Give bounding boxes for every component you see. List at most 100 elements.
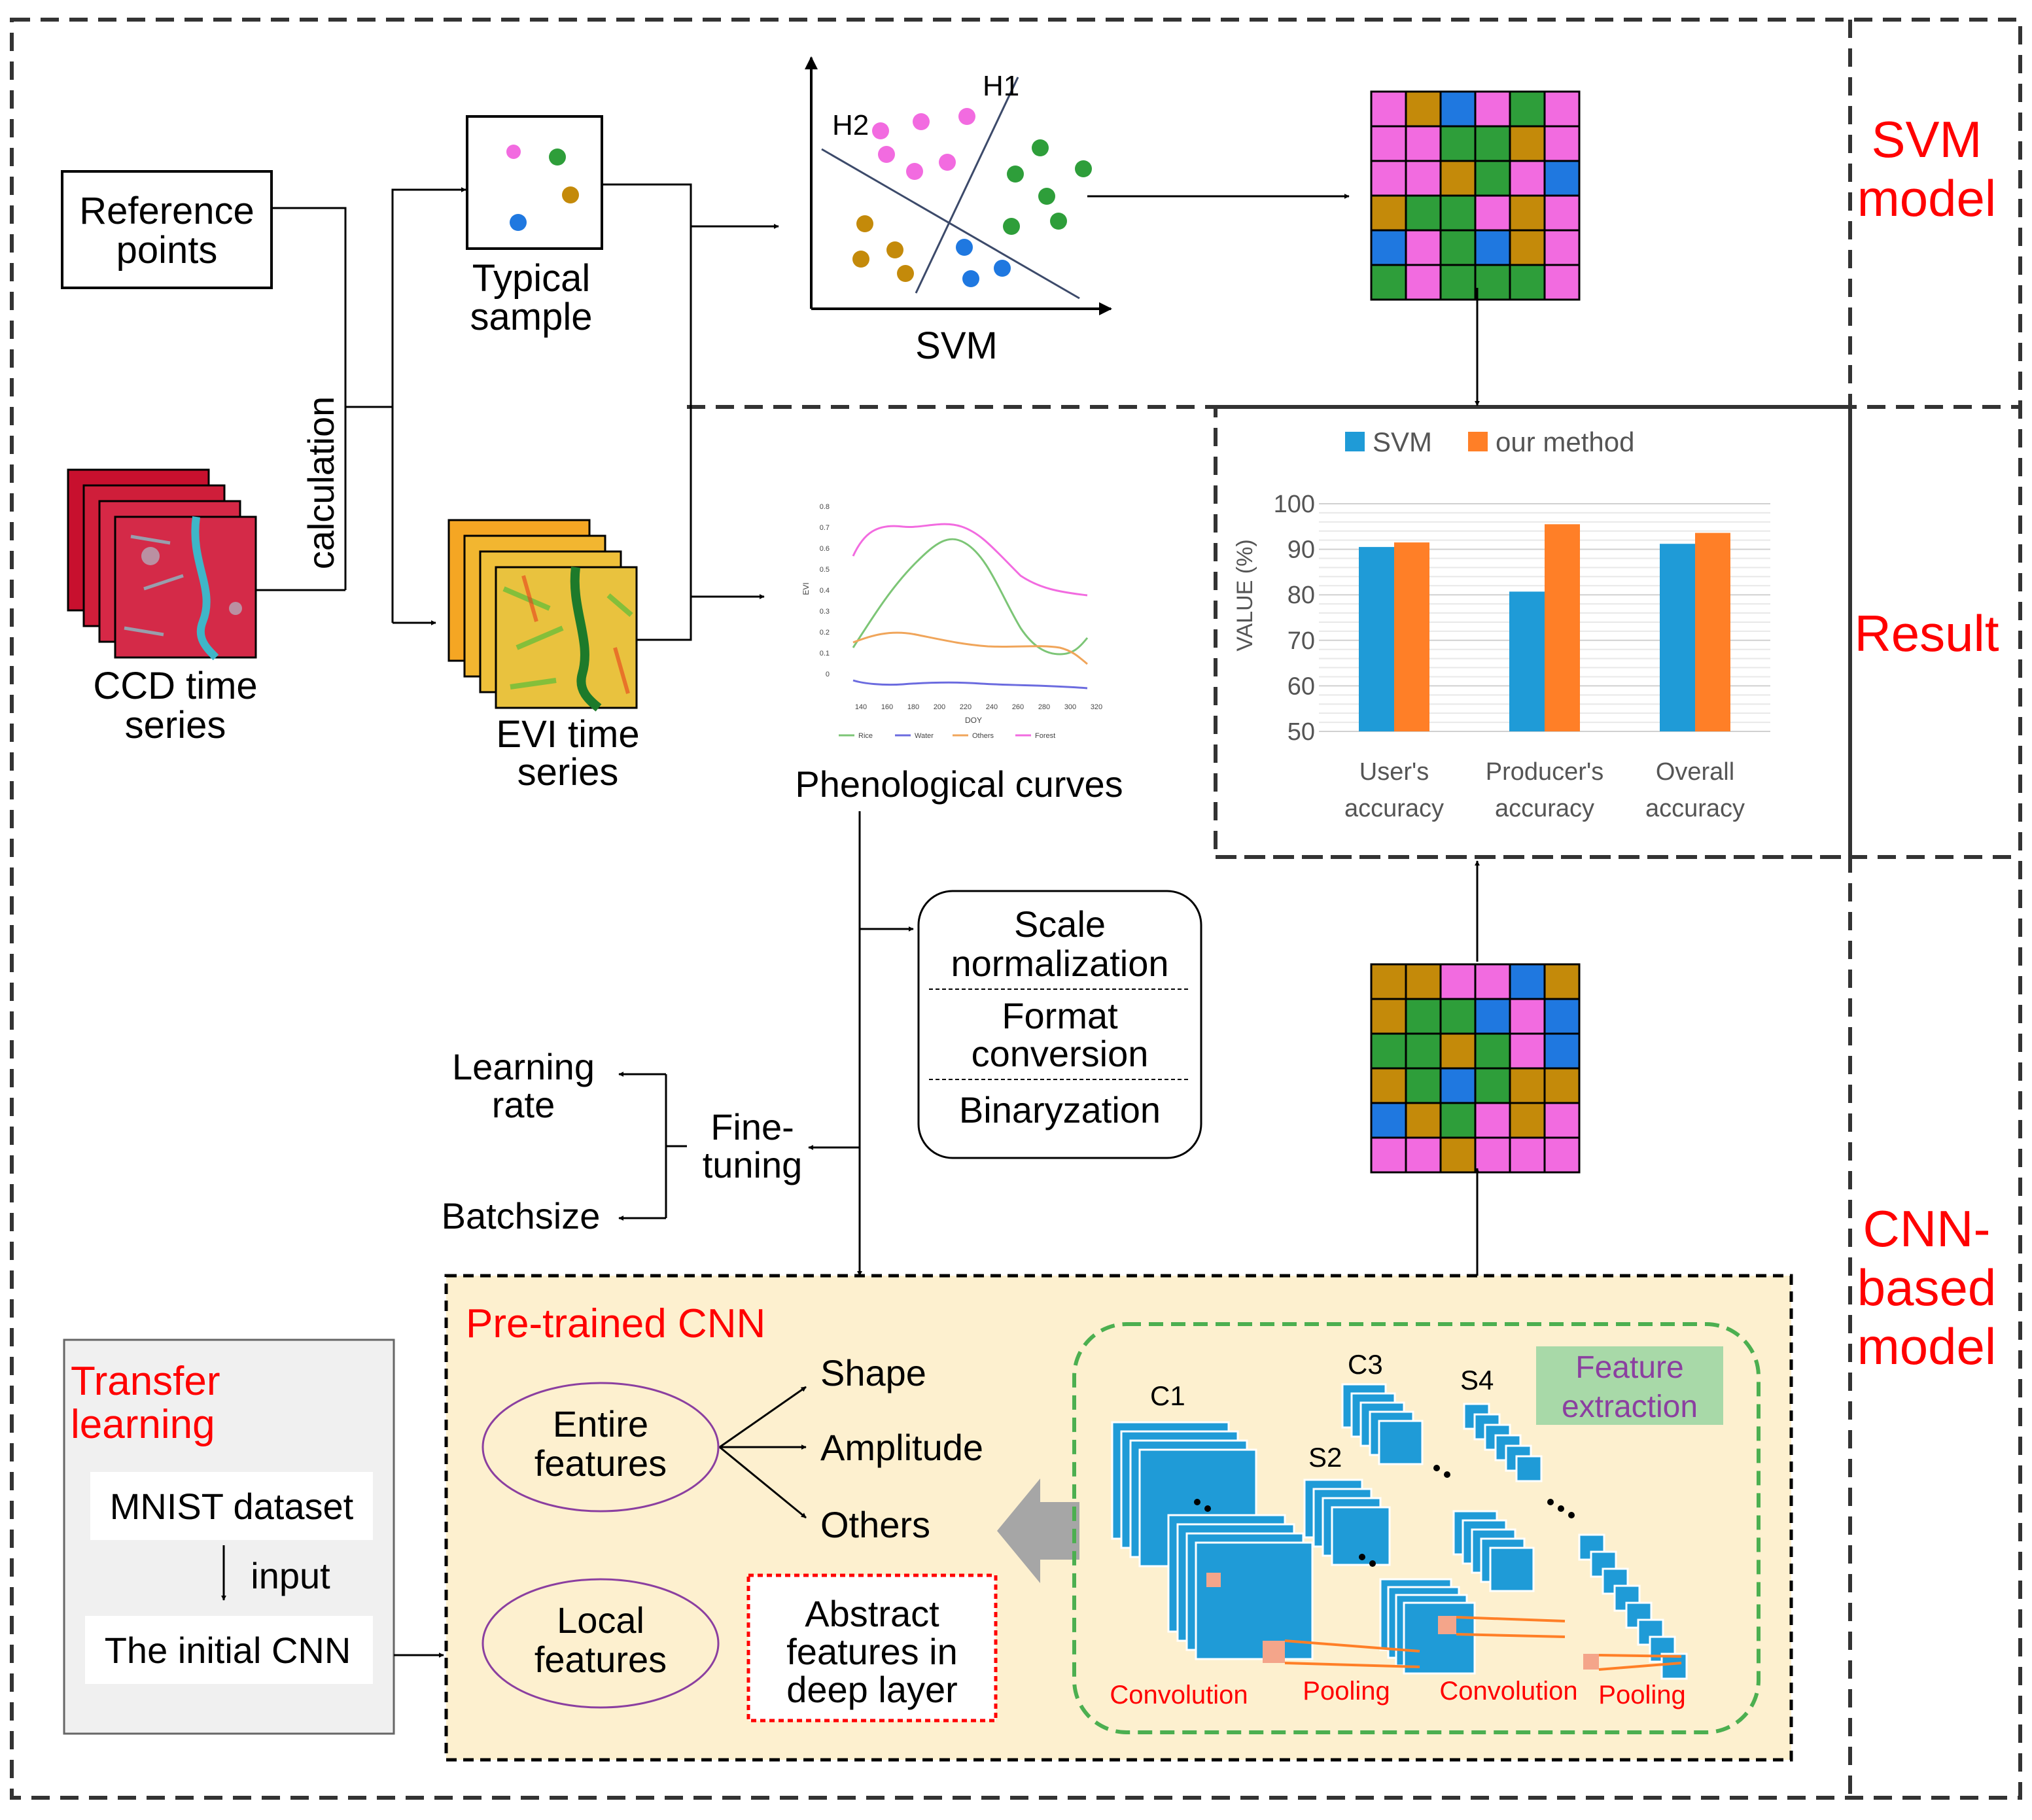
cnn-map-cell [1543, 1102, 1581, 1139]
svm-map-cell [1405, 194, 1442, 232]
chart-ytick: 70 [1288, 627, 1315, 655]
svm-map-cell [1509, 264, 1546, 301]
kernel-marker [1206, 1573, 1221, 1587]
cnn-section-title-line3: model [1857, 1318, 1996, 1375]
c3-label: C3 [1348, 1349, 1383, 1380]
pheno-ytick: 0.1 [820, 650, 830, 657]
svm-map-cell [1405, 125, 1442, 162]
chart-bar-our-method [1545, 524, 1580, 731]
chart-legend-label: SVM [1373, 427, 1432, 457]
ccd-label-line2: series [125, 704, 226, 746]
ellipsis-dot [1369, 1560, 1376, 1567]
conv1-label: Convolution [1110, 1681, 1248, 1709]
cnn-map-cell [1439, 1102, 1477, 1139]
pheno-xtick: 280 [1038, 703, 1050, 711]
finetune-label-line2: tuning [703, 1144, 803, 1185]
ellipsis-dot [1547, 1499, 1554, 1505]
svm-plot-caption: SVM [915, 324, 998, 367]
s2-feature-map [1403, 1601, 1476, 1675]
svm-map-cell [1370, 264, 1407, 301]
mnist-label: MNIST dataset [110, 1486, 354, 1527]
cnn-map-cell [1509, 1136, 1546, 1174]
ellipsis-dot [1359, 1554, 1365, 1560]
svm-map-cell [1474, 125, 1511, 162]
entire-features-line1: Entire [553, 1403, 648, 1444]
ellipsis-dot [1433, 1465, 1440, 1471]
pheno-xtick: 200 [934, 703, 945, 711]
pheno-ylabel: EVI [801, 582, 811, 595]
cnn-map-cell [1439, 963, 1477, 1000]
learning-rate-line1: Learning [452, 1046, 595, 1087]
chart-bar-svm [1509, 591, 1545, 731]
svm-map-cell [1370, 90, 1407, 128]
svm-scatter-plot: H1 H2 SVM [805, 56, 1112, 367]
cnn-map-cell [1370, 963, 1407, 1000]
pheno-curve-rice [852, 538, 1089, 656]
abstract-line3: deep layer [786, 1669, 958, 1710]
learning-rate-line2: rate [492, 1084, 555, 1125]
pheno-curve-water [852, 679, 1088, 690]
cnn-map-cell [1474, 1102, 1511, 1139]
chart-category-label: User's [1359, 758, 1429, 786]
shape-label: Shape [820, 1352, 926, 1393]
chart-ytick: 50 [1288, 718, 1315, 746]
format-label-line1: Format [1002, 995, 1118, 1036]
svm-map-cell [1543, 160, 1581, 197]
initial-cnn-label: The initial CNN [105, 1630, 351, 1671]
binary-label: Binaryzation [959, 1089, 1161, 1130]
cnn-map-cell [1474, 1067, 1511, 1104]
cnn-map-cell [1439, 1032, 1477, 1070]
cnn-map-cell [1509, 1067, 1546, 1104]
conv2-label: Convolution [1439, 1677, 1577, 1706]
pheno-xtick: 300 [1064, 703, 1076, 711]
pheno-xtick: 180 [907, 703, 919, 711]
s4-label: S4 [1460, 1365, 1494, 1395]
feature-extraction-badge [1536, 1346, 1723, 1425]
pheno-legend-label: Water [915, 732, 934, 740]
abstract-line1: Abstract [805, 1593, 939, 1634]
svm-map-cell [1439, 90, 1477, 128]
transfer-learning-box: Transfer learning MNIST dataset input Th… [63, 1339, 395, 1735]
chart-bar-our-method [1394, 542, 1429, 731]
batchsize-label: Batchsize [442, 1195, 601, 1236]
pheno-curve-forest [852, 523, 1088, 597]
calculation-label: calculation [300, 396, 342, 570]
pheno-xtick: 220 [960, 703, 972, 711]
pheno-xlabel: DOY [965, 716, 982, 725]
ellipsis-dot [1568, 1512, 1575, 1518]
svm-map-cell [1405, 90, 1442, 128]
transfer-title-line2: learning [71, 1402, 215, 1447]
cnn-map-cell [1439, 1067, 1477, 1104]
ellipsis-dot [1204, 1505, 1211, 1512]
cnn-map-cell [1370, 1136, 1407, 1174]
svm-map-cell [1405, 160, 1442, 197]
evi-image-stack: EVI time series [447, 519, 640, 794]
chart-category-label: accuracy [1495, 795, 1594, 822]
chart-category-label: accuracy [1344, 795, 1444, 822]
ellipsis-dot [1558, 1505, 1564, 1512]
ccd-image-stack: CCD time series [67, 468, 258, 746]
cnn-classification-map [1370, 963, 1581, 1174]
svm-map-cell [1474, 264, 1511, 301]
c3-feature-map [1378, 1420, 1424, 1465]
cnn-map-cell [1439, 1136, 1477, 1174]
svm-map-cell [1405, 264, 1442, 301]
reference-points-box: Reference points [61, 170, 273, 289]
svm-map-cell [1543, 264, 1581, 301]
section-titles: SVM model Result CNN- based model [1854, 111, 1999, 1375]
result-section-title: Result [1854, 604, 1999, 662]
finetune-label-line1: Fine- [710, 1106, 794, 1147]
pheno-ytick: 0.7 [820, 524, 830, 532]
cnn-layer-stacks [1111, 1383, 1688, 1680]
svm-section-title-line1: SVM [1871, 111, 1982, 168]
s4-feature-map [1660, 1653, 1688, 1680]
pooling-connections [1263, 1616, 1682, 1671]
scale-label-line2: normalization [951, 943, 1168, 984]
svm-map-cell [1509, 90, 1546, 128]
blue-class-points [956, 239, 1011, 287]
cnn-box-title: Pre-trained CNN [466, 1301, 765, 1346]
svm-map-cell [1439, 229, 1477, 266]
